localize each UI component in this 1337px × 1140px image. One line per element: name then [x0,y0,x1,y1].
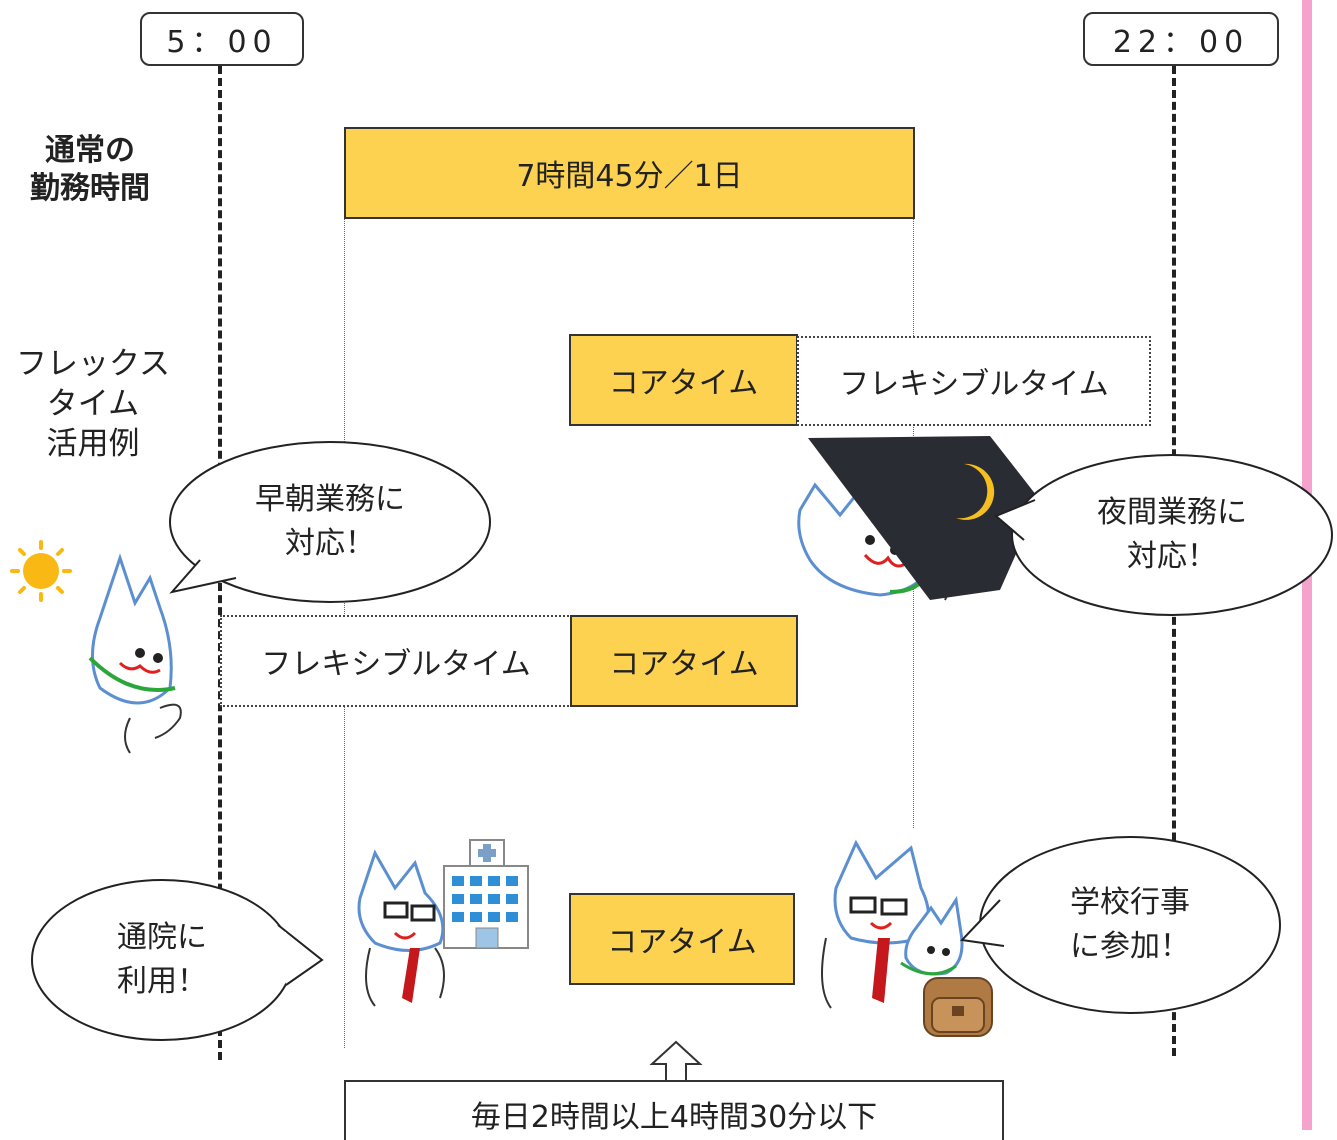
cat-character-icon [821,839,964,1009]
core-time-segment-early: コアタイム [570,615,798,707]
flexible-time-segment-night: フレキシブルタイム [797,336,1151,426]
moon-icon [956,463,995,520]
hospital-icon [443,839,529,949]
flexible-time-segment-early: フレキシブルタイム [220,615,572,707]
start-time-label: 5：00 [140,12,304,66]
cat-character-icon [88,553,182,754]
hospital-visit-bubble: 通院に利用！ [117,920,207,999]
core-time-segment-night: コアタイム [569,334,798,426]
flextime-label: フレックス タイム 活用例 [15,346,171,462]
cat-character-icon [357,849,445,1007]
early-work-bubble: 早朝業務に対応！ [255,482,405,561]
night-sky-fill [808,436,1040,600]
night-work-bubble: 夜間業務に対応！ [1097,495,1247,574]
regular-hours-label: 通常の 勤務時間 [30,133,150,206]
end-time-label: 22：00 [1083,12,1279,66]
school-bag-icon [923,977,993,1037]
school-event-bubble: 学校行事に参加！ [1070,885,1190,964]
core-time-segment-daytime: コアタイム [569,893,795,985]
sun-icon [10,540,72,602]
regular-hours-bar: 7時間45分／1日 [344,127,915,219]
